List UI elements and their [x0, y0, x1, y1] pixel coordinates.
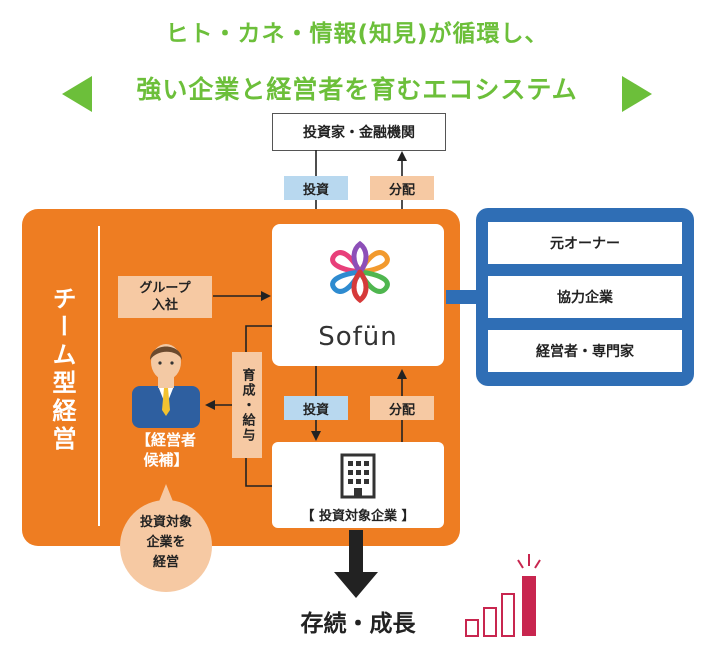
partner-manager-expert: 経営者・専門家: [488, 330, 682, 372]
building-icon: [340, 453, 376, 499]
investee-company-label: 【 投資対象企業 】: [301, 509, 415, 524]
right-arrow-icon: [622, 76, 652, 112]
headline-line-2: 強い企業と経営者を育むエコシステム: [136, 75, 578, 104]
team-management-label: チーム型経営: [48, 286, 76, 454]
manager-candidate-icon: [132, 344, 200, 428]
headline-line-1: ヒト・カネ・情報(知見)が循環し、: [165, 21, 549, 47]
distribute-label-bottom: 分配: [370, 396, 434, 420]
sofun-logo-icon: [330, 240, 390, 304]
partner-cooperating-company: 協力企業: [488, 276, 682, 318]
team-divider: [98, 226, 100, 526]
invest-label-bottom: 投資: [284, 396, 348, 420]
partners-connector: [446, 290, 478, 304]
sofun-wordmark: Sofün: [318, 322, 398, 352]
group-join-text: グループ 入社: [139, 281, 191, 313]
manager-candidate-label: 【経営者 候補】: [135, 431, 196, 469]
left-arrow-icon: [62, 76, 92, 112]
headline-arrows: [62, 76, 652, 112]
bubble-text: 投資対象 企業を 経営: [139, 515, 192, 570]
investors-box: 投資家・金融機関: [272, 113, 446, 151]
outcome-label: 存続・成長: [300, 611, 416, 637]
speech-bubble: [120, 484, 212, 592]
group-join-label: グループ 入社: [118, 276, 212, 318]
nurture-pay-text: 育成・給与: [239, 367, 255, 443]
invest-label-top: 投資: [284, 176, 348, 200]
distribute-label-top: 分配: [370, 176, 434, 200]
partner-former-owner: 元オーナー: [488, 222, 682, 264]
growth-bars-icon: [465, 554, 541, 637]
nurture-pay-label: 育成・給与: [232, 352, 262, 458]
